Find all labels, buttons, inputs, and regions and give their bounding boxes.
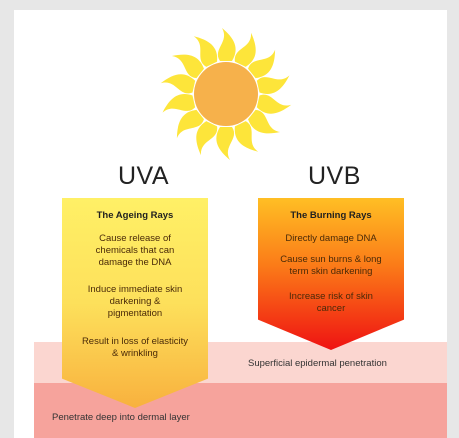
sun-ray <box>248 109 281 134</box>
dermal-label: Penetrate deep into dermal layer <box>52 412 190 423</box>
sun-ray <box>256 75 290 94</box>
sun-ray <box>234 121 259 152</box>
sun-icon <box>160 28 292 160</box>
sun-ray <box>196 121 218 156</box>
sun-ray <box>176 109 204 139</box>
uva-title: UVA <box>118 162 170 190</box>
uvb-heading: The Burning Rays <box>290 210 372 221</box>
sun-ray <box>234 32 256 67</box>
uvb-item: Increase risk of skin cancer <box>289 291 373 314</box>
sun-ray <box>216 127 235 160</box>
sun-ray <box>217 28 236 61</box>
uvb-item: Directly damage DNA <box>285 233 377 244</box>
uvb-item: Cause sun burns & long term skin darkeni… <box>280 254 382 277</box>
uva-heading: The Ageing Rays <box>96 210 174 221</box>
uvb-title: UVB <box>308 162 361 190</box>
uva-item: Result in loss of elasticity & wrinkling <box>81 336 189 359</box>
sun-ray <box>162 94 196 113</box>
sun-ray <box>256 94 292 114</box>
uvb-arrow <box>258 198 404 350</box>
sun-ray <box>160 74 196 94</box>
infographic-frame: UVA UVB The Ageing Rays Cause release of… <box>14 10 447 438</box>
uva-arrow <box>62 198 208 408</box>
sun-ray <box>171 54 204 79</box>
sun-ray <box>248 49 276 79</box>
sun-ray <box>193 36 218 67</box>
epidermal-label: Superficial epidermal penetration <box>248 358 387 369</box>
uva-item: Cause release of chemicals that can dama… <box>95 233 175 268</box>
uva-item: Induce immediate skin darkening & pigmen… <box>87 284 183 319</box>
